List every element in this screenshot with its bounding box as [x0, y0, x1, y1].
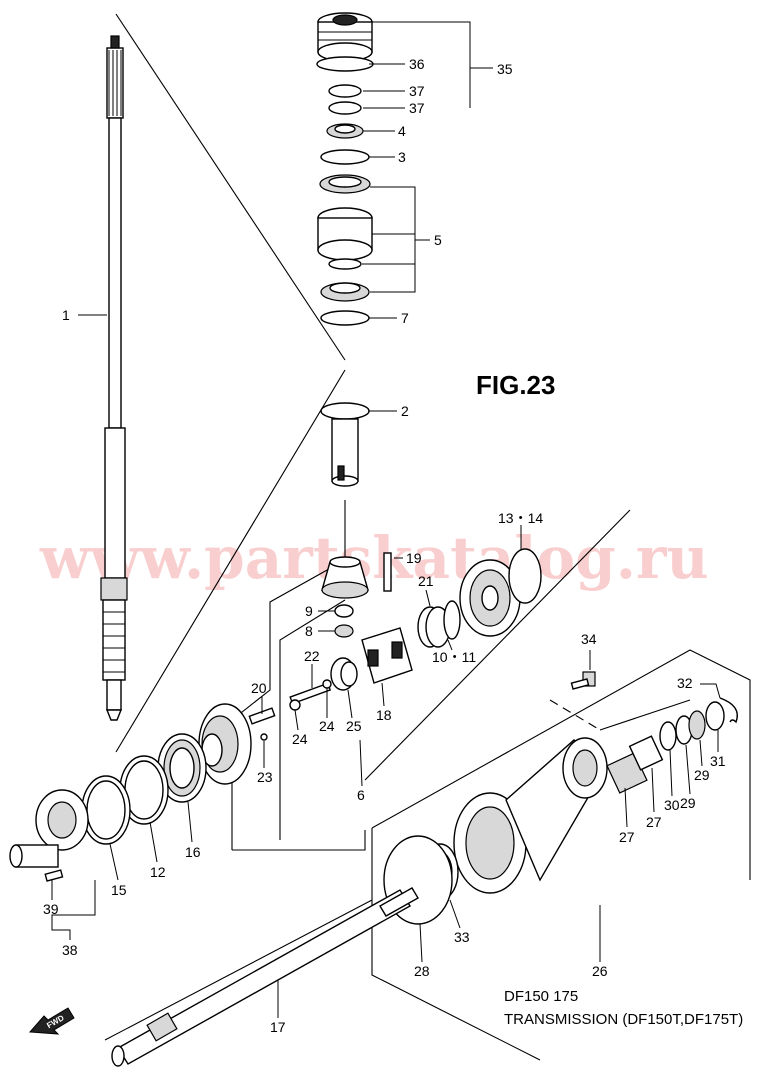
- clutch-dog-18: [361, 627, 413, 684]
- propeller-shaft-17: [111, 887, 419, 1067]
- drive-shaft-sleeve-2: [320, 402, 370, 487]
- callout-15: 15: [111, 882, 127, 898]
- callout-2: 2: [401, 403, 409, 419]
- nut-8: [334, 624, 354, 638]
- shim-5: [328, 258, 362, 270]
- taper-bearing-lower: [320, 282, 370, 302]
- callout-3: 3: [398, 149, 406, 165]
- oil-seal-37-upper: [328, 84, 362, 98]
- callout-37-lower: 37: [409, 100, 425, 116]
- bearing-housing-38: [9, 789, 89, 868]
- snap-ring-32: [719, 697, 738, 724]
- callout-29-front: 29: [680, 795, 696, 811]
- forward-gear: [459, 559, 521, 637]
- figure-title: FIG.23: [476, 370, 555, 400]
- pin-39: [44, 869, 64, 882]
- callout-27-right: 27: [646, 814, 662, 830]
- callout-13-14: 13・14: [498, 510, 543, 526]
- callout-29-rear: 29: [694, 767, 710, 783]
- callout-33: 33: [454, 929, 470, 945]
- callout-19: 19: [406, 550, 422, 566]
- callout-39: 39: [43, 901, 59, 917]
- callout-9: 9: [305, 603, 313, 619]
- washer-9: [334, 604, 354, 618]
- shim-15: [81, 775, 131, 845]
- callout-24-left: 24: [292, 731, 308, 747]
- callout-4: 4: [398, 123, 406, 139]
- shim-13-14: [508, 548, 542, 604]
- drive-shaft: [100, 35, 128, 721]
- reverse-gear: [198, 703, 252, 785]
- callout-labels: 1 36 35 37 37 4 3 5 7 2 13・14 19 21 9 8 …: [43, 56, 726, 1035]
- bearing-race-5: [317, 207, 373, 261]
- callout-23: 23: [257, 769, 273, 785]
- bushing-25: [330, 657, 358, 691]
- callout-32: 32: [677, 675, 693, 691]
- pinion-gear-6: [321, 556, 369, 599]
- shim-12: [119, 755, 169, 825]
- snap-ring-3: [320, 149, 370, 165]
- callout-30: 30: [664, 797, 680, 813]
- callout-25: 25: [346, 718, 362, 734]
- callout-24-right: 24: [319, 718, 335, 734]
- callout-6: 6: [357, 787, 365, 803]
- ball-24-left: [289, 699, 301, 711]
- bushing-4: [326, 123, 364, 139]
- fwd-arrow-icon: FWD: [28, 1007, 75, 1035]
- callout-8: 8: [305, 623, 313, 639]
- pin-20: [248, 707, 276, 725]
- callout-18: 18: [376, 707, 392, 723]
- callout-7: 7: [401, 310, 409, 326]
- o-ring-36: [316, 56, 374, 72]
- snap-ring-7: [320, 310, 370, 326]
- ball-24-right: [322, 679, 332, 689]
- callout-28: 28: [414, 963, 430, 979]
- callout-5: 5: [434, 232, 442, 248]
- oil-seal-37-lower: [328, 101, 362, 115]
- callout-37-upper: 37: [409, 83, 425, 99]
- bearing-housing-26: [453, 737, 608, 894]
- model-label: DF150 175: [504, 988, 578, 1005]
- callout-27-left: 27: [619, 829, 635, 845]
- bolt-34: [570, 671, 596, 690]
- callout-35: 35: [497, 61, 513, 77]
- taper-bearing-upper: [319, 174, 371, 194]
- callout-38: 38: [62, 942, 78, 958]
- ball-23: [260, 733, 268, 741]
- thrust-bearing-16: [157, 733, 207, 803]
- callout-26: 26: [592, 963, 608, 979]
- callout-34: 34: [581, 631, 597, 647]
- callout-12: 12: [150, 864, 166, 880]
- callout-17: 17: [270, 1019, 286, 1035]
- watermark: www.partskatalog.ru: [39, 524, 709, 592]
- callout-20: 20: [251, 680, 267, 696]
- callout-21: 21: [418, 573, 434, 589]
- callout-10-11: 10・11: [432, 649, 476, 665]
- callout-22: 22: [304, 648, 320, 664]
- leader-lines: [51, 21, 721, 1018]
- oil-seal-29-rear: [688, 710, 706, 740]
- callout-1: 1: [62, 307, 70, 323]
- washer-31: [705, 701, 725, 731]
- needle-bearing-27: [606, 735, 664, 794]
- oil-seal-30: [659, 721, 677, 751]
- callout-36: 36: [409, 56, 425, 72]
- shim-10-11: [443, 600, 461, 640]
- pin-19: [383, 552, 392, 592]
- diagram-caption: TRANSMISSION (DF150T,DF175T): [504, 1011, 743, 1028]
- callout-31: 31: [710, 753, 726, 769]
- callout-16: 16: [185, 844, 201, 860]
- seal-housing: [317, 12, 373, 62]
- drive-shaft-spline-rings: [103, 611, 125, 673]
